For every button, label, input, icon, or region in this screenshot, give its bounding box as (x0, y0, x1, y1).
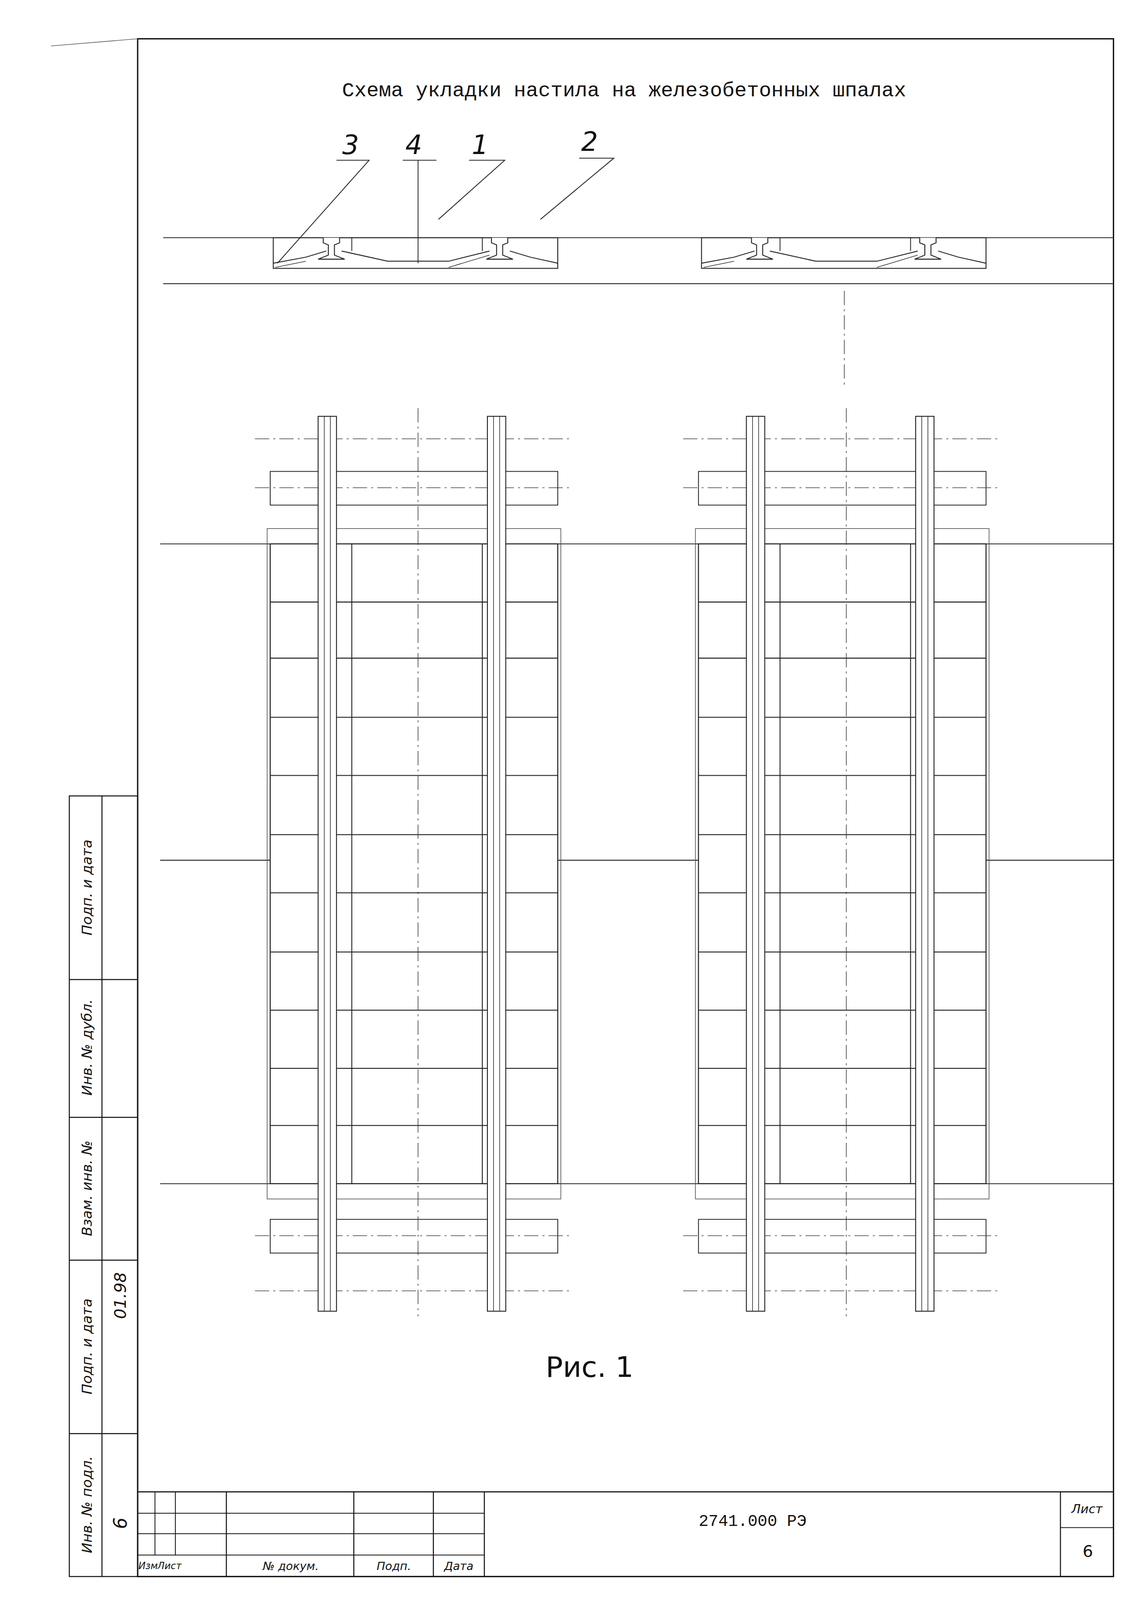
stamp-field: Взам. инв. № (79, 1140, 95, 1236)
title-block-header: Изм (138, 1560, 159, 1571)
stamp-field: Подп. и дата (79, 838, 95, 935)
callout-number: 2 (581, 128, 599, 155)
handwritten-number: 6 (111, 1516, 130, 1528)
callout-number: 1 (471, 131, 489, 159)
title-block-header: Дата (444, 1559, 474, 1572)
callout-number: 4 (405, 131, 423, 159)
document-code: 2741.000 РЭ (698, 1513, 807, 1530)
stamp-field: Инв. № дубл. (79, 998, 95, 1096)
figure-caption: Рис. 1 (545, 1352, 634, 1381)
stamp-field: Инв. № подл. (79, 1455, 95, 1553)
title-block-header: Подп. (376, 1559, 412, 1572)
stamp-field: Подп. и дата (79, 1297, 95, 1394)
handwritten-date: 01.98 (112, 1271, 129, 1319)
sheet-label: Лист (1071, 1502, 1103, 1515)
title-block-header: Лист (157, 1560, 182, 1571)
drawing-title: Схема укладки настила на железобетонных … (342, 80, 907, 102)
title-block-header: № докум. (262, 1559, 319, 1572)
sheet-number: 6 (1082, 1542, 1094, 1559)
callout-number: 3 (342, 131, 360, 159)
